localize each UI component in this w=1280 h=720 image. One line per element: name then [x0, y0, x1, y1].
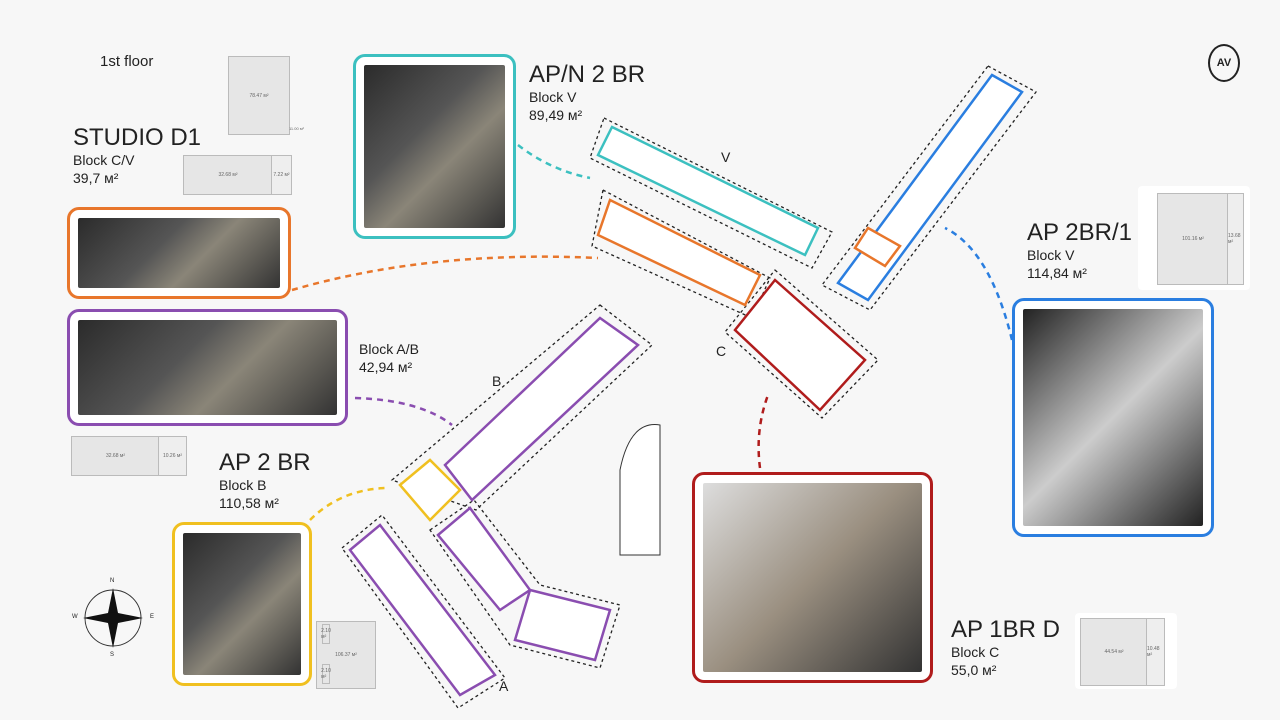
- floor-label: 1st floor: [100, 53, 154, 70]
- arrow-apn-2br: [517, 144, 591, 180]
- block-b-outline: [390, 304, 654, 511]
- render-apn-2br: [353, 54, 516, 239]
- unit-area: 89,49 м²: [529, 107, 583, 123]
- unit-studio-d1: STUDIO D1 Block C/V 39,7 м²: [73, 125, 201, 187]
- compass-s: S: [110, 652, 115, 658]
- arrow-ap-2br-1: [944, 226, 1014, 341]
- render-studio-d1: [67, 207, 291, 299]
- unit-block: Block C/V: [73, 152, 135, 168]
- mini-plan-label: 11.00 м²: [289, 126, 304, 131]
- unit-title: AP 2BR/1: [1027, 219, 1132, 246]
- unit-title: AP 2 BR: [219, 449, 311, 476]
- arrow-studio-d1: [291, 255, 599, 292]
- block-a2-outline: [429, 499, 621, 669]
- block-v2-outline: [821, 65, 1037, 311]
- block-label-v: V: [721, 149, 731, 165]
- highlight-v2-unit: [853, 226, 902, 268]
- unit-area: 110,58 м²: [219, 495, 279, 511]
- arrow-ap-2br: [309, 486, 386, 521]
- block-c2-units: [733, 278, 867, 412]
- compass-w: W: [72, 614, 78, 620]
- arrow-block-ab: [354, 396, 453, 426]
- block-v-units: [596, 125, 820, 257]
- block-label-c: C: [716, 343, 727, 359]
- mini-plan-room: 10.26 м²: [158, 436, 187, 476]
- compass-e: E: [150, 614, 155, 620]
- render-ap-2br: [172, 522, 312, 686]
- block-label-b: B: [492, 373, 502, 389]
- mini-plan-room: 7.22 м²: [271, 155, 292, 195]
- mini-plan-room: 44.54 м²: [1080, 618, 1148, 686]
- mini-plan-room: 78.47 м²: [228, 56, 290, 135]
- render-ap-1br-d: [692, 472, 933, 683]
- unit-block: Block A/B: [359, 341, 419, 357]
- unit-title: AP/N 2 BR: [529, 61, 646, 88]
- unit-title: AP 1BR D: [951, 616, 1060, 643]
- central-building: [619, 424, 661, 556]
- unit-area: 55,0 м²: [951, 662, 997, 678]
- unit-block: Block B: [219, 477, 267, 493]
- mini-plan-room: 101.16 м²: [1157, 193, 1229, 285]
- unit-block-ab: Block A/B 42,94 м²: [359, 340, 419, 376]
- compass: [83, 588, 143, 648]
- render-block-ab: [67, 309, 348, 426]
- block-c-units: [596, 198, 762, 307]
- mini-plan-room: 2.10 м²: [321, 624, 331, 644]
- unit-area: 42,94 м²: [359, 359, 413, 375]
- highlight-b-unit: [398, 458, 462, 522]
- unit-area: 39,7 м²: [73, 170, 119, 186]
- unit-block: Block V: [529, 89, 577, 105]
- block-v-outline: [589, 117, 833, 269]
- unit-block: Block V: [1027, 247, 1075, 263]
- block-a3-units: [513, 588, 612, 662]
- block-c-outline: [591, 189, 771, 319]
- unit-apn-2br: AP/N 2 BR Block V 89,49 м²: [529, 62, 645, 124]
- unit-block: Block C: [951, 644, 1000, 660]
- block-a2-units: [436, 506, 532, 612]
- mini-plan-room: 2.10 м²: [321, 664, 331, 684]
- unit-title: STUDIO D1: [73, 124, 202, 151]
- mini-plan-room: 32.68 м²: [183, 155, 273, 195]
- unit-ap-2br-1: AP 2BR/1 Block V 114,84 м²: [1027, 220, 1132, 282]
- unit-ap-1br-d: AP 1BR D Block C 55,0 м²: [951, 617, 1060, 679]
- block-v2-units: [836, 73, 1024, 302]
- mini-plan-room: 13.68 м²: [1227, 193, 1244, 285]
- render-ap-2br-1: [1012, 298, 1214, 537]
- arrow-ap-1br-d: [757, 394, 770, 469]
- compass-n: N: [110, 578, 115, 584]
- mini-plan-room: 10.48 м²: [1146, 618, 1165, 686]
- block-b-units: [443, 316, 640, 502]
- logo: AV: [1208, 44, 1240, 82]
- unit-ap-2br: AP 2 BR Block B 110,58 м²: [219, 450, 311, 512]
- block-c2-outline: [724, 269, 879, 419]
- unit-area: 114,84 м²: [1027, 265, 1087, 281]
- block-label-a: A: [499, 678, 509, 694]
- block-a-units: [348, 523, 497, 697]
